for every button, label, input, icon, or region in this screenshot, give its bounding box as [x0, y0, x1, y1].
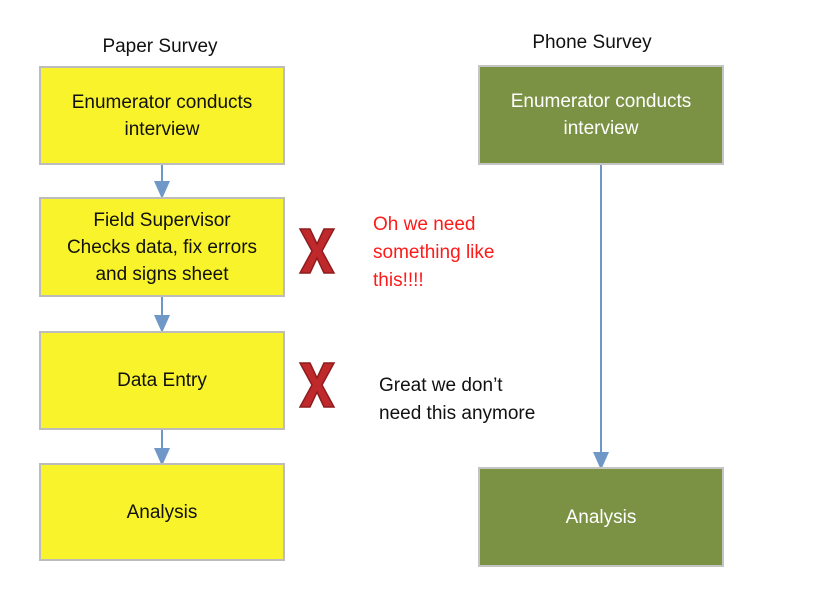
paper-box-field-supervisor-label: Field Supervisor Checks data, fix errors…: [66, 209, 258, 285]
paper-box-enumerator-label: Enumerator conducts interview: [71, 91, 253, 140]
x-mark-icon: [298, 362, 336, 408]
paper-box-analysis: Analysis: [39, 463, 285, 561]
note-need-supervisor: Oh we need something like this!!!!: [373, 214, 495, 291]
paper-box-enumerator: Enumerator conducts interview: [39, 66, 285, 165]
phone-box-analysis-label: Analysis: [565, 506, 637, 528]
paper-survey-title: Paper Survey: [102, 36, 218, 57]
paper-box-analysis-label: Analysis: [126, 501, 198, 523]
paper-box-data-entry-label: Data Entry: [117, 370, 207, 391]
phone-box-enumerator-label: Enumerator conducts interview: [510, 91, 692, 139]
paper-box-field-supervisor: Field Supervisor Checks data, fix errors…: [39, 197, 285, 297]
paper-box-data-entry: Data Entry: [39, 331, 285, 430]
phone-survey-title: Phone Survey: [532, 32, 652, 53]
phone-box-analysis: Analysis: [478, 467, 724, 567]
note-no-data-entry: Great we don’t need this anymore: [379, 375, 536, 424]
phone-box-enumerator: Enumerator conducts interview: [478, 65, 724, 165]
x-mark-icon: [298, 228, 336, 274]
